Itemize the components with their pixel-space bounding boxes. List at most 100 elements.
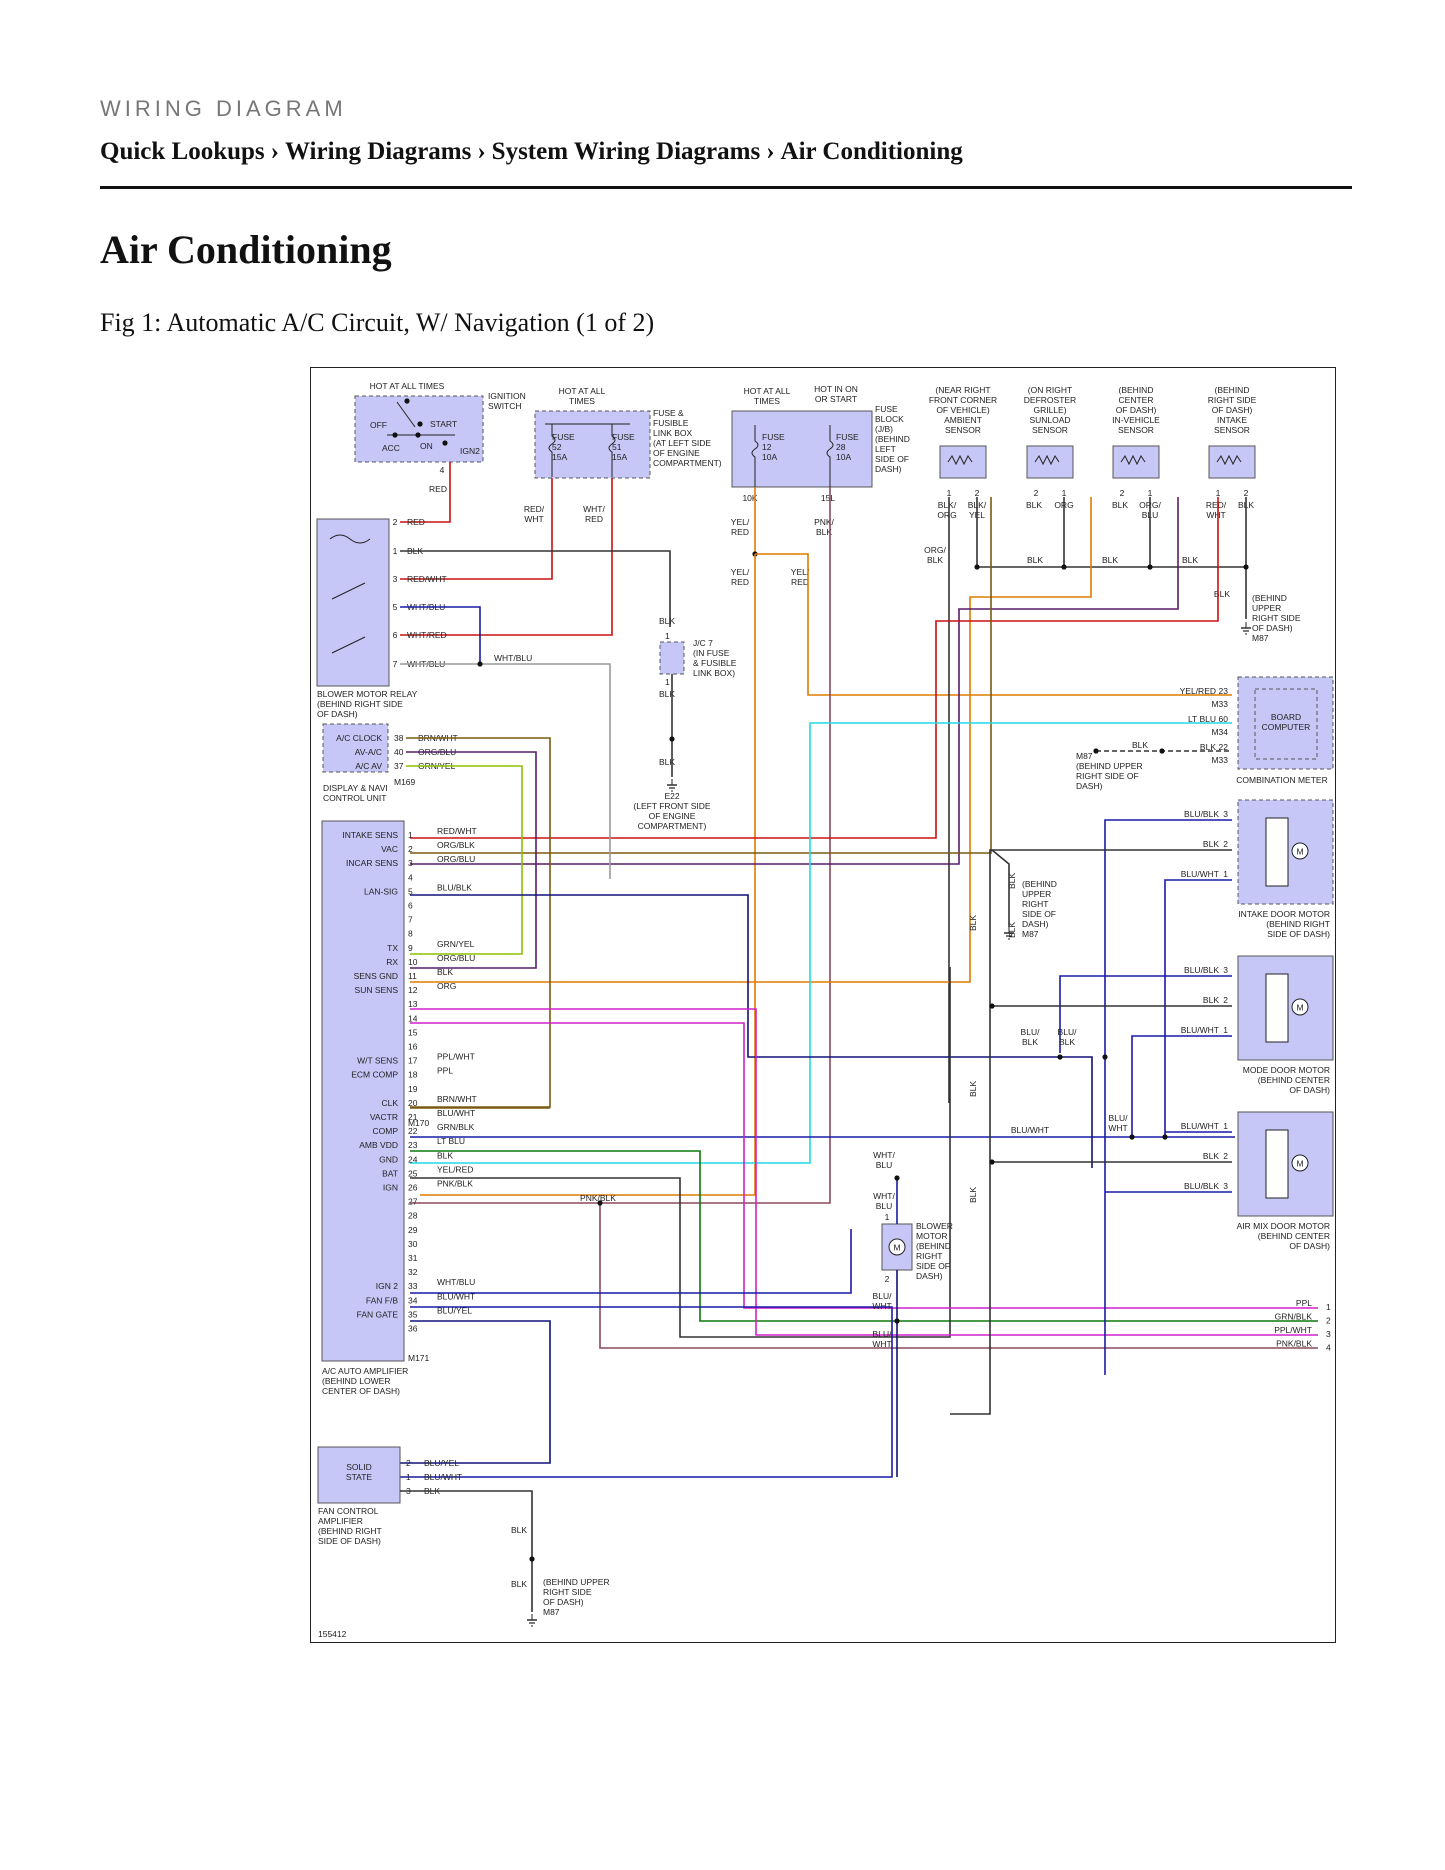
sensor-label: SENSOR — [1032, 425, 1068, 435]
breadcrumb: Quick Lookups›Wiring Diagrams›System Wir… — [100, 138, 963, 166]
diagram-label: 3 — [1223, 965, 1228, 975]
door-motor-label: (BEHIND RIGHT — [1266, 919, 1330, 929]
fuse-52-label: 52 — [552, 442, 562, 452]
ground-e22-label: COMPARTMENT) — [638, 821, 707, 831]
breadcrumb-link-system-wiring-diagrams[interactable]: System Wiring Diagrams — [491, 138, 761, 165]
diagram-label: A/C AV — [355, 761, 382, 771]
ignition-switch-box — [354, 395, 484, 463]
blower-motor-relay-label: BLOWER MOTOR RELAY — [317, 689, 418, 699]
diagram-label: 34 — [408, 1295, 418, 1305]
splice-dot — [597, 1200, 603, 1206]
diagram-label: BLU/WHT — [1011, 1125, 1049, 1135]
diagram-label: BLK — [511, 1525, 527, 1535]
diagram-label: BLU/BLK — [1184, 1181, 1219, 1191]
diagram-label: BAT — [382, 1168, 398, 1178]
wire-blu-blk — [1104, 819, 1232, 1375]
diagram-label: M33 — [1211, 699, 1228, 709]
wire-blk — [410, 967, 951, 1338]
diagram-label: BLK — [968, 1081, 978, 1097]
motor-body — [1265, 817, 1289, 887]
meter-ground-label: (BEHIND UPPER — [1076, 761, 1143, 771]
diagram-label: 18 — [408, 1070, 418, 1080]
diagram-label: ACC — [382, 443, 400, 453]
diagram-label: RED — [407, 517, 425, 527]
breadcrumb-link-wiring-diagrams[interactable]: Wiring Diagrams — [285, 138, 472, 165]
diagram-label: 8 — [408, 929, 413, 939]
thermistor-icon — [1120, 454, 1146, 466]
switch-contact — [396, 401, 416, 428]
display-navi-box — [322, 723, 389, 773]
diagram-label: GRN/BLK — [1275, 1312, 1313, 1322]
meter-ground-label: RIGHT SIDE OF — [1076, 771, 1139, 781]
diagram-label: 7 — [393, 659, 398, 669]
sensor-label: CENTER — [1119, 395, 1154, 405]
jb-hot-on-label: HOT IN ON — [814, 384, 858, 394]
wire-red-wht — [410, 497, 1219, 839]
diagram-label: PPL/WHT — [1274, 1325, 1312, 1335]
splice-dot — [417, 421, 423, 427]
door-motor-label: (BEHIND CENTER — [1258, 1231, 1330, 1241]
fusible-link-box-label: COMPARTMENT) — [653, 458, 722, 468]
motor-icon — [1291, 998, 1309, 1016]
diagram-label: GRN/BLK — [437, 1122, 475, 1132]
junction-connector-label: (IN FUSE — [693, 648, 730, 658]
wire-wht-blu — [400, 663, 611, 879]
ignition-switch-label: SWITCH — [488, 401, 522, 411]
diagram-label: BLU/YEL — [424, 1458, 459, 1468]
diagram-label: WHT/RED — [407, 630, 447, 640]
fusible-link-box-label: FUSE & — [653, 408, 684, 418]
diagram-label: BLU/ — [1058, 1027, 1078, 1037]
diagram-label: BLK — [1102, 555, 1118, 565]
diagram-label: RED/ — [524, 504, 545, 514]
wire-pnk-blk — [599, 1203, 1318, 1349]
sensor-label: RIGHT SIDE — [1208, 395, 1257, 405]
fuse-28-icon — [826, 425, 834, 487]
wire-blu-blk — [1059, 975, 1232, 1053]
diagram-label: WHT/BLU — [437, 1277, 475, 1287]
diagram-label: 12 — [408, 985, 418, 995]
diagram-label: 2 — [1034, 488, 1039, 498]
diagram-label: RED — [791, 577, 809, 587]
diagram-label: RED — [731, 577, 749, 587]
breadcrumb-link-quick-lookups[interactable]: Quick Lookups — [100, 138, 265, 165]
diagram-label: PPL — [1296, 1298, 1312, 1308]
wire-blu-wht — [400, 1306, 893, 1478]
diagram-label: 37 — [394, 761, 404, 771]
splice-dot — [894, 1318, 900, 1324]
fan-control-amplifier-label: SIDE OF DASH) — [318, 1536, 381, 1546]
page-title: Air Conditioning — [100, 227, 392, 272]
board-computer-label: COMPUTER — [1262, 722, 1311, 732]
fan-control-amplifier-label: (BEHIND RIGHT — [318, 1526, 382, 1536]
door-motor-label: OF DASH) — [1289, 1085, 1330, 1095]
fusible-link-box-label: LINK BOX — [653, 428, 693, 438]
board-computer-box — [1254, 688, 1318, 760]
sensor-label: (BEHIND — [1215, 385, 1250, 395]
wire-wht-blu — [410, 1229, 852, 1294]
ground-e22-label: OF ENGINE — [649, 811, 696, 821]
relay-coil-icon — [329, 534, 371, 544]
diagram-label: WHT/ — [873, 1191, 895, 1201]
diagram-label: BLK — [1022, 1037, 1038, 1047]
diagram-label: ORG/BLK — [437, 840, 475, 850]
fuse-hot-label: HOT AT ALL — [559, 386, 606, 396]
sensor-label: AMBIENT — [944, 415, 982, 425]
mid-ground-label: RIGHT — [1022, 899, 1048, 909]
breadcrumb-separator: › — [477, 138, 486, 165]
fuse-12-label: FUSE — [762, 432, 785, 442]
diagram-label: WHT — [1108, 1123, 1127, 1133]
sensor-label: DEFROSTER — [1024, 395, 1076, 405]
diagram-label: 9 — [408, 943, 413, 953]
fan-control-amplifier-text: SOLID — [346, 1462, 372, 1472]
diagram-label: 5 — [393, 602, 398, 612]
diagram-label: BLK — [437, 1150, 453, 1160]
fan-control-amplifier-label: FAN CONTROL — [318, 1506, 379, 1516]
diagram-label: A/C CLOCK — [336, 733, 382, 743]
diagram-label: WHT — [524, 514, 543, 524]
diagram-label: BLK — [659, 757, 675, 767]
diagram-label: 16 — [408, 1042, 418, 1052]
splice-dot — [404, 398, 410, 404]
diagram-label: BLU/WHT — [1181, 1025, 1219, 1035]
diagram-label: 3 — [393, 574, 398, 584]
diagram-label: 4 — [1326, 1343, 1331, 1353]
